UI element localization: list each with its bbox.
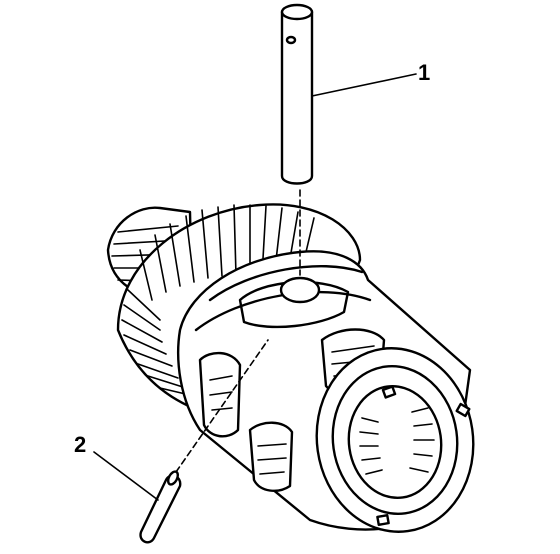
pin-hole (279, 276, 321, 304)
side-gear-splines (359, 407, 435, 475)
case-window-left (198, 351, 242, 438)
pin-boss (238, 281, 350, 329)
leader-line-2 (93, 451, 159, 501)
lock-pin (139, 339, 269, 544)
case-front-face (315, 347, 475, 533)
leader-line-1 (311, 73, 417, 97)
callout-2: 2 (74, 432, 86, 457)
callout-1: 1 (418, 60, 430, 85)
cross-pin (280, 3, 314, 276)
case-window-lower (248, 421, 294, 492)
